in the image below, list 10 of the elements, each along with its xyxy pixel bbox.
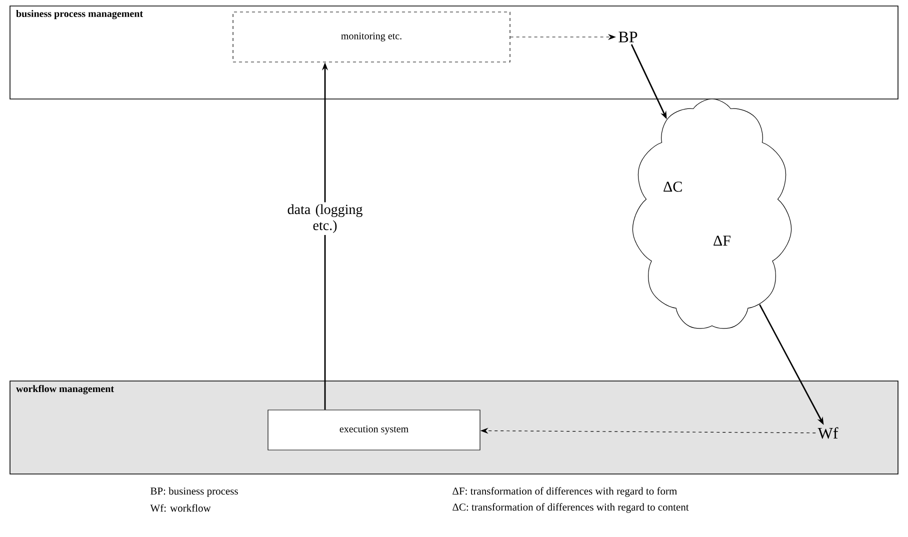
node-text: Wf — [818, 427, 838, 439]
legend-text: ΔC: transformation of differences with regard to content — [452, 503, 689, 513]
legend-text: Wf: workflow — [150, 504, 211, 512]
process-box: execution system — [268, 410, 480, 450]
dashed-box: monitoring etc. — [232, 12, 510, 62]
node-text: BP — [618, 32, 638, 42]
legend-text: ΔF: transformation of differences with regard to form — [452, 487, 677, 497]
legend-text: BP: business process — [150, 487, 238, 497]
cloud: ΔC ΔF — [632, 98, 792, 329]
edge-label: data (logging etc.) — [281, 202, 369, 235]
